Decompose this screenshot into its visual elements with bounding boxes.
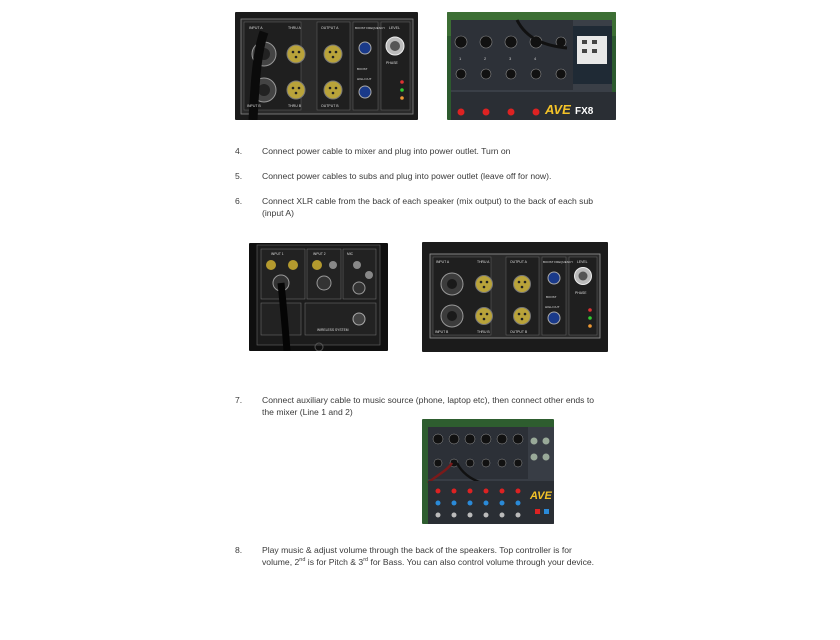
- label-thru-b: THRU B: [477, 330, 490, 334]
- step-text-line-1: Play music & adjust volume through the b…: [262, 545, 572, 555]
- step-text-line-2: the mixer (Line 1 and 2): [262, 407, 353, 417]
- step-text: Connect power cable to mixer and plug in…: [262, 146, 511, 156]
- step-text: Connect power cables to subs and plug in…: [262, 171, 552, 181]
- svg-text:3: 3: [509, 56, 512, 61]
- label-boost-frequency: BOOST FREQUENCY: [543, 260, 573, 264]
- label-level: LEVEL: [389, 26, 400, 30]
- svg-text:4: 4: [534, 56, 537, 61]
- subwoofer-panel-photo-top: INPUT A THRU A OUTPUT A BOOST FREQUENCY …: [235, 12, 418, 120]
- label-thru-a: THRU A: [477, 260, 490, 264]
- label-phase: PHASE: [575, 291, 587, 295]
- label-output-b: OUTPUT B: [510, 330, 528, 334]
- step-text-line-2: volume, 2nd is for Pitch & 3rd for Bass.…: [262, 557, 595, 567]
- label-high-cut: HIGH CUT: [545, 305, 560, 309]
- label-boost-frequency: BOOST FREQUENCY: [355, 26, 385, 30]
- label-thru-a: THRU A: [288, 26, 302, 30]
- step-text-line-2: (input A): [262, 208, 295, 218]
- label-boost: BOOST: [546, 295, 557, 299]
- label-input-b: INPUT B: [435, 330, 449, 334]
- label-mic: MIC: [347, 252, 354, 256]
- label-output-b: OUTPUT B: [321, 104, 339, 108]
- step-number: 8.: [235, 545, 243, 555]
- svg-text:1: 1: [459, 56, 462, 61]
- step-text-line-1: Connect auxiliary cable to music source …: [262, 395, 595, 405]
- mixer-photo-bottom: AVE: [422, 419, 554, 524]
- label-boost: BOOST: [357, 67, 368, 71]
- speaker-back-photo: INPUT 1 INPUT 2 MIC WIRELESS SYSTEM: [249, 243, 388, 351]
- step-text-line-1: Connect XLR cable from the back of each …: [262, 196, 594, 206]
- step-number: 4.: [235, 146, 243, 156]
- label-input-a: INPUT A: [249, 26, 263, 30]
- label-input-1: INPUT 1: [271, 252, 284, 256]
- mixer-brand-logo: AVE: [529, 490, 552, 502]
- label-input-2: INPUT 2: [313, 252, 326, 256]
- subwoofer-panel-photo-middle: INPUT A THRU A OUTPUT A BOOST FREQUENCY …: [422, 242, 608, 352]
- step-number: 5.: [235, 171, 243, 181]
- label-phase: PHASE: [386, 61, 399, 65]
- label-input-b: INPUT B: [247, 104, 261, 108]
- step-number: 6.: [235, 196, 243, 206]
- label-output-a: OUTPUT A: [321, 26, 339, 30]
- mixer-model-label: FX8: [575, 106, 594, 117]
- step-number: 7.: [235, 395, 243, 405]
- mixer-photo-top: 1 2 3 4 AVE FX8: [447, 12, 616, 120]
- svg-text:2: 2: [484, 56, 487, 61]
- label-wireless-system: WIRELESS SYSTEM: [317, 328, 349, 332]
- label-level: LEVEL: [577, 260, 588, 264]
- mixer-brand-logo: AVE: [544, 102, 571, 117]
- label-input-a: INPUT A: [436, 260, 450, 264]
- label-output-a: OUTPUT A: [510, 260, 528, 264]
- label-thru-b: THRU B: [288, 104, 302, 108]
- label-high-cut: HIGH CUT: [357, 77, 372, 81]
